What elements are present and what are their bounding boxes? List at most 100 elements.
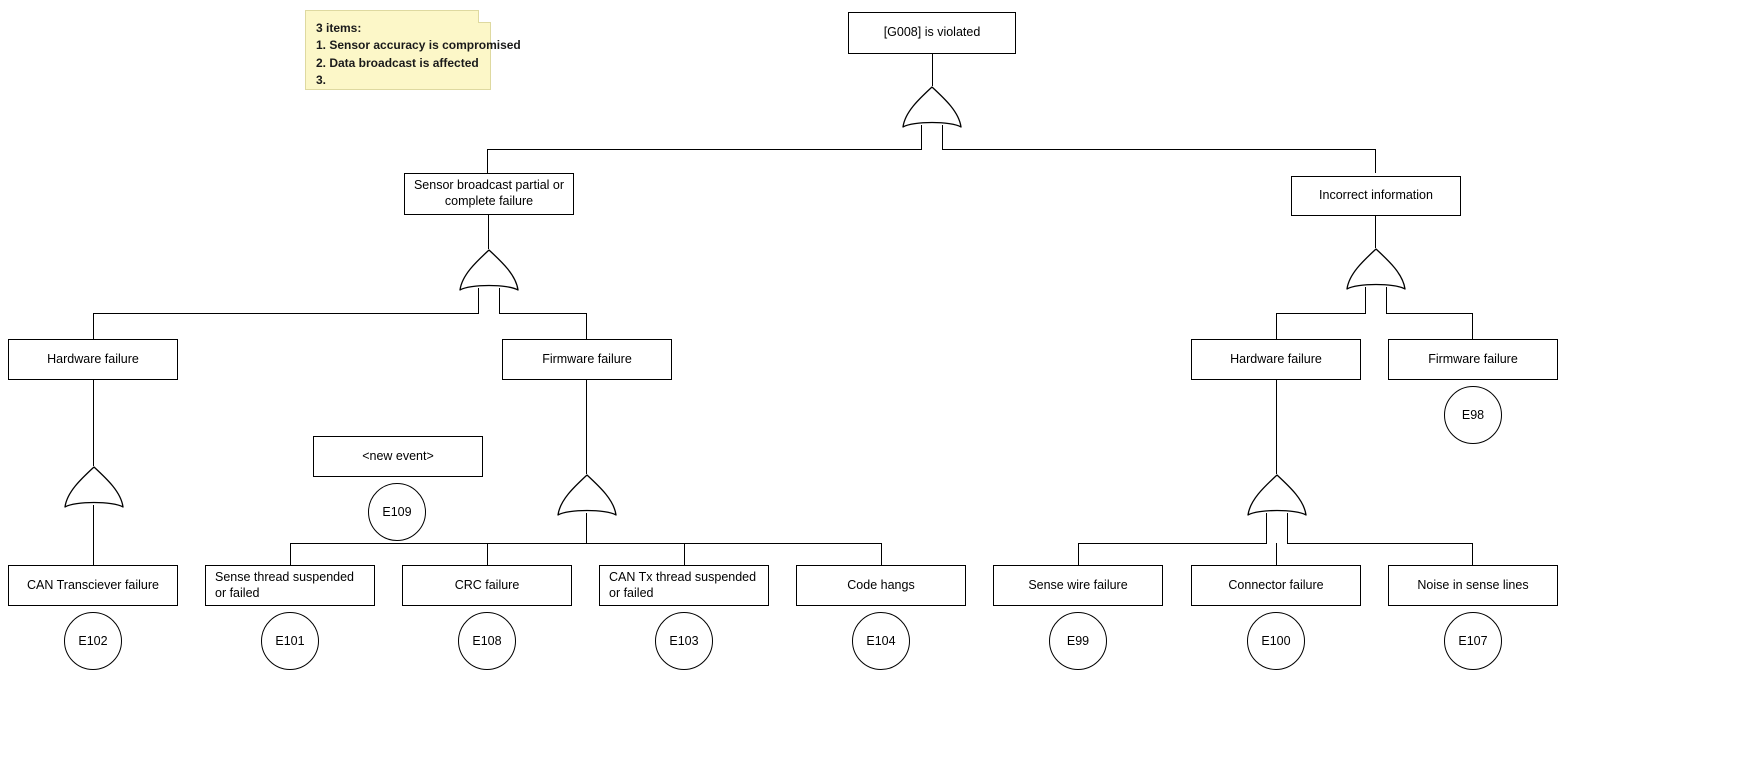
bus-incorrect-info-left <box>1276 313 1366 315</box>
gate-hw-right-out-stub-right <box>1287 513 1289 543</box>
node-sense-wire-failure[interactable]: Sense wire failure <box>993 565 1163 606</box>
drop-to-hw-failure-right <box>1276 313 1278 339</box>
gate-sensor-broadcast-or[interactable] <box>456 249 522 297</box>
node-connector-failure-label: Connector failure <box>1228 577 1324 592</box>
node-code-hangs[interactable]: Code hangs <box>796 565 966 606</box>
node-can-tx-thread-suspended-label: CAN Tx thread suspended or failed <box>609 569 757 600</box>
node-firmware-failure-left[interactable]: Firmware failure <box>502 339 672 380</box>
drop-to-sense-thread <box>290 543 292 565</box>
drop-to-connector-failure <box>1276 543 1278 565</box>
node-crc-failure[interactable]: CRC failure <box>402 565 572 606</box>
node-new-event[interactable]: <new event> <box>313 436 483 477</box>
node-noise-in-sense-lines-label: Noise in sense lines <box>1417 577 1529 592</box>
event-id-e107-label: E107 <box>1458 634 1488 648</box>
gate-incorrect-info-out-stub-left <box>1365 287 1367 313</box>
node-sense-thread-suspended-label: Sense thread suspended or failed <box>215 569 354 600</box>
node-can-transciever-failure[interactable]: CAN Transciever failure <box>8 565 178 606</box>
node-sensor-broadcast[interactable]: Sensor broadcast partial or complete fai… <box>404 173 574 215</box>
bus-hw-right-left <box>1078 543 1267 545</box>
drop-root-to-incorrect-info <box>1375 149 1377 173</box>
event-id-e99[interactable]: E99 <box>1049 612 1107 670</box>
event-id-e98-label: E98 <box>1461 408 1485 422</box>
gate-fw-left-or[interactable] <box>554 474 620 522</box>
node-firmware-failure-right[interactable]: Firmware failure <box>1388 339 1558 380</box>
node-sense-wire-failure-label: Sense wire failure <box>1028 577 1128 592</box>
gate-root-out-stub-left <box>921 125 923 149</box>
event-id-e108-label: E108 <box>472 634 502 648</box>
bus-fw-left <box>290 543 882 545</box>
gate-hw-right-out-stub-left <box>1266 513 1268 543</box>
node-connector-failure[interactable]: Connector failure <box>1191 565 1361 606</box>
drop-to-hw-failure-left <box>93 313 95 339</box>
drop-to-fw-failure-right <box>1472 313 1474 339</box>
event-id-e101-label: E101 <box>275 634 305 648</box>
edge-hw-left-to-gate <box>93 380 95 466</box>
node-can-tx-thread-suspended[interactable]: CAN Tx thread suspended or failed <box>599 565 769 606</box>
event-id-e104[interactable]: E104 <box>852 612 910 670</box>
sticky-note-line-4: 3. <box>316 72 327 87</box>
node-crc-failure-label: CRC failure <box>454 577 520 592</box>
event-id-e102[interactable]: E102 <box>64 612 122 670</box>
node-code-hangs-label: Code hangs <box>847 577 915 592</box>
sticky-note-line-3: 2. Data broadcast is affected <box>316 55 479 70</box>
sticky-note-line-1: 3 items: <box>316 21 362 35</box>
edge-hw-left-gate-to-can-transciever <box>93 505 95 565</box>
node-hardware-failure-left[interactable]: Hardware failure <box>8 339 178 380</box>
node-hardware-failure-left-label: Hardware failure <box>47 351 139 366</box>
bus-hw-right-right <box>1287 543 1473 545</box>
gate-incorrect-info-or[interactable] <box>1343 248 1409 296</box>
bus-root-right <box>942 149 1376 151</box>
gate-root-out-stub-right <box>942 125 944 149</box>
bus-sensor-broadcast-right <box>499 313 587 315</box>
node-noise-in-sense-lines[interactable]: Noise in sense lines <box>1388 565 1558 606</box>
event-id-e103[interactable]: E103 <box>655 612 713 670</box>
drop-to-code-hangs <box>881 543 883 565</box>
node-sensor-broadcast-label: Sensor broadcast partial or complete fai… <box>413 178 565 208</box>
node-firmware-failure-left-label: Firmware failure <box>542 351 632 366</box>
event-id-e102-label: E102 <box>78 634 108 648</box>
gate-hw-right-or[interactable] <box>1244 474 1310 522</box>
drop-to-noise-sense-lines <box>1472 543 1474 565</box>
event-id-e99-label: E99 <box>1066 634 1090 648</box>
edge-root-to-gate <box>931 54 933 86</box>
event-id-e107[interactable]: E107 <box>1444 612 1502 670</box>
node-root[interactable]: [G008] is violated <box>848 12 1016 54</box>
gate-sensor-broadcast-out-stub-right <box>499 288 501 313</box>
drop-to-sense-wire <box>1078 543 1080 565</box>
edge-sensor-broadcast-to-gate <box>488 215 490 249</box>
drop-root-to-sensor-broadcast <box>487 149 489 173</box>
node-root-label: [G008] is violated <box>883 25 981 40</box>
bus-sensor-broadcast-left <box>93 313 479 315</box>
gate-fw-left-out-stub <box>586 513 588 543</box>
drop-to-can-tx-thread <box>684 543 686 565</box>
node-hardware-failure-right[interactable]: Hardware failure <box>1191 339 1361 380</box>
event-id-e104-label: E104 <box>866 634 896 648</box>
event-id-e101[interactable]: E101 <box>261 612 319 670</box>
drop-to-crc-failure <box>487 543 489 565</box>
drop-to-fw-failure-left <box>586 313 588 339</box>
sticky-note-line-2: 1. Sensor accuracy is compromised <box>316 38 521 53</box>
gate-hw-left-or[interactable] <box>61 466 127 514</box>
event-id-e103-label: E103 <box>669 634 699 648</box>
gate-root-or[interactable] <box>899 86 965 134</box>
event-id-e109[interactable]: E109 <box>368 483 426 541</box>
gate-incorrect-info-out-stub-right <box>1386 287 1388 313</box>
event-id-e100[interactable]: E100 <box>1247 612 1305 670</box>
node-incorrect-information-label: Incorrect information <box>1319 188 1433 203</box>
node-can-transciever-failure-label: CAN Transciever failure <box>27 577 159 592</box>
sticky-note[interactable]: 3 items: 1. Sensor accuracy is compromis… <box>305 10 521 90</box>
bus-incorrect-info-right <box>1386 313 1473 315</box>
event-id-e98[interactable]: E98 <box>1444 386 1502 444</box>
edge-incorrect-info-to-gate <box>1375 216 1377 248</box>
event-id-e109-label: E109 <box>382 505 412 519</box>
node-incorrect-information[interactable]: Incorrect information <box>1291 176 1461 216</box>
edge-fw-left-to-gate <box>586 380 588 474</box>
event-id-e108[interactable]: E108 <box>458 612 516 670</box>
node-new-event-label: <new event> <box>362 448 434 463</box>
node-sense-thread-suspended[interactable]: Sense thread suspended or failed <box>205 565 375 606</box>
bus-root-left <box>487 149 922 151</box>
gate-sensor-broadcast-out-stub-left <box>478 288 480 313</box>
node-firmware-failure-right-label: Firmware failure <box>1428 351 1518 366</box>
sticky-note-fold-icon <box>478 10 491 23</box>
